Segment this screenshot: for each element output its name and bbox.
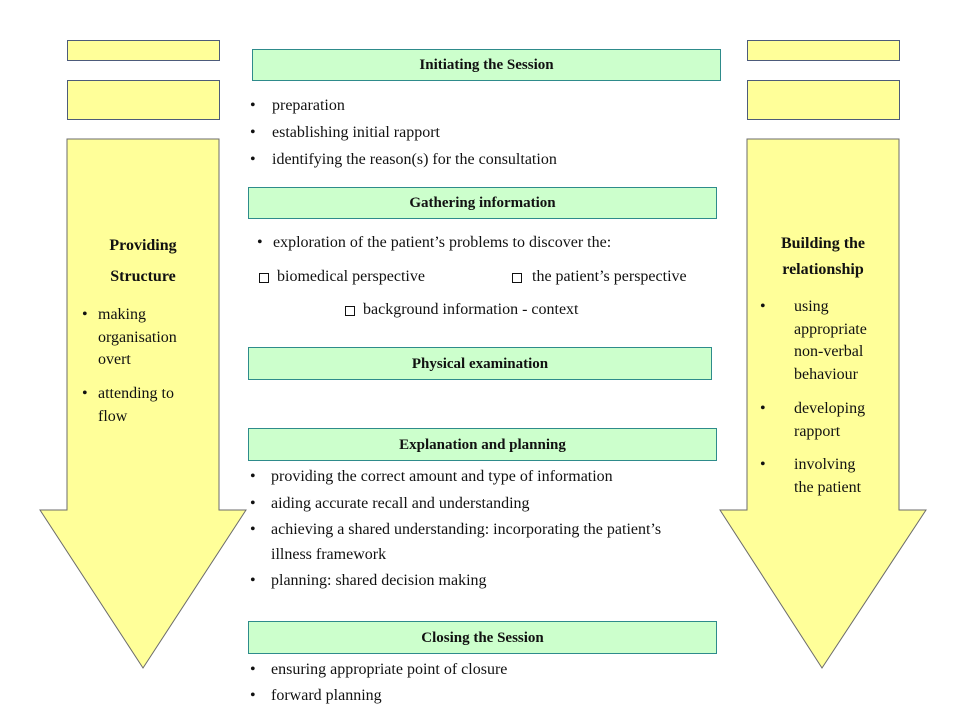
bullet-line: overt <box>98 351 131 369</box>
bullet-icon <box>250 686 271 706</box>
list-item: aiding accurate recall and understanding <box>250 494 530 514</box>
left-down-arrow <box>39 138 247 669</box>
bullet-icon <box>250 660 271 680</box>
bullet-line: using <box>794 298 829 315</box>
list-item-text: ensuring appropriate point of closure <box>271 661 508 678</box>
right-arrow-bullet: using appropriate non-verbal behaviour <box>760 296 867 386</box>
bullet-line: behaviour <box>794 365 858 383</box>
list-item-text: achieving a shared understanding: incorp… <box>271 521 662 538</box>
right-arrow-heading-line: relationship <box>782 261 864 278</box>
list-item-text: identifying the reason(s) for the consul… <box>272 151 557 168</box>
list-item-text: preparation <box>272 97 345 114</box>
stage-title: Physical examination <box>411 355 549 372</box>
bullet-line: involving <box>794 456 856 473</box>
perspective-item: the patient’s perspective <box>512 267 687 287</box>
bullet-line: developing <box>794 400 866 417</box>
list-item: providing the correct amount and type of… <box>250 467 613 487</box>
stage-initiating-header: Initiating the Session <box>252 49 721 81</box>
checkbox-icon <box>345 306 355 316</box>
bullet-line: the patient <box>794 478 862 496</box>
stage-title: Gathering information <box>409 195 556 211</box>
list-item-text: aiding accurate recall and understanding <box>271 495 530 512</box>
left-arrow-bullet: attending to flow <box>82 383 174 428</box>
bullet-line: flow <box>98 407 128 425</box>
checkbox-icon <box>512 273 522 283</box>
list-item: planning: shared decision making <box>250 571 487 591</box>
list-item-text: establishing initial rapport <box>272 124 440 141</box>
stage-physical-header: Physical examination <box>248 347 712 380</box>
bullet-line: organisation <box>98 328 177 346</box>
bullet-line: appropriate <box>794 320 867 338</box>
bullet-line: making <box>98 306 146 323</box>
list-item-text: providing the correct amount and type of… <box>271 468 613 485</box>
bullet-icon <box>82 304 98 327</box>
list-item-text: exploration of the patient’s problems to… <box>273 234 612 251</box>
bullet-line: rapport <box>794 422 841 440</box>
right-down-arrow <box>719 138 927 669</box>
stage-gathering-header: Gathering information <box>248 187 717 219</box>
bullet-icon <box>250 123 272 143</box>
list-item-continuation: illness framework <box>271 545 386 565</box>
list-item-text: forward planning <box>271 687 382 704</box>
perspective-text: the patient’s perspective <box>532 268 687 285</box>
left-arrow-heading-line: Providing <box>109 237 177 254</box>
perspective-text: background information - context <box>363 301 579 318</box>
bullet-icon <box>250 150 272 170</box>
left-second-box <box>67 80 220 120</box>
right-arrow-bullet: developing rapport <box>760 398 865 443</box>
bullet-icon <box>760 454 794 477</box>
right-top-box <box>747 40 900 61</box>
bullet-icon <box>257 233 273 253</box>
list-item-text: illness framework <box>271 546 387 563</box>
left-arrow-bullet: making organisation overt <box>82 304 177 372</box>
bullet-icon <box>760 296 794 319</box>
bullet-line: attending to <box>98 385 174 402</box>
list-item: exploration of the patient’s problems to… <box>257 233 611 253</box>
perspective-item: biomedical perspective <box>259 267 425 287</box>
stage-title: Closing the Session <box>421 629 544 646</box>
stage-title: Initiating the Session <box>419 57 554 73</box>
right-second-box <box>747 80 900 120</box>
stage-title: Explanation and planning <box>399 436 566 453</box>
bullet-icon <box>760 398 794 421</box>
list-item: preparation <box>250 96 345 116</box>
stage-closing-header: Closing the Session <box>248 621 717 654</box>
list-item-text: planning: shared decision making <box>271 572 487 589</box>
bullet-icon <box>250 96 272 116</box>
list-item: ensuring appropriate point of closure <box>250 660 507 680</box>
left-arrow-heading-line: Structure <box>110 268 176 285</box>
bullet-line: non-verbal <box>794 343 864 361</box>
list-item: identifying the reason(s) for the consul… <box>250 150 557 170</box>
right-arrow-bullet: involving the patient <box>760 454 861 499</box>
bullet-icon <box>250 494 271 514</box>
perspective-text: biomedical perspective <box>277 268 425 285</box>
bullet-icon <box>250 467 271 487</box>
left-top-box <box>67 40 220 61</box>
list-item: achieving a shared understanding: incorp… <box>250 520 661 540</box>
checkbox-icon <box>259 273 269 283</box>
stage-explanation-header: Explanation and planning <box>248 428 717 461</box>
list-item: forward planning <box>250 686 382 706</box>
bullet-icon <box>250 571 271 591</box>
bullet-icon <box>82 383 98 406</box>
right-arrow-heading-line: Building the <box>780 235 866 252</box>
list-item: establishing initial rapport <box>250 123 440 143</box>
bullet-icon <box>250 520 271 540</box>
perspective-item: background information - context <box>345 300 579 320</box>
